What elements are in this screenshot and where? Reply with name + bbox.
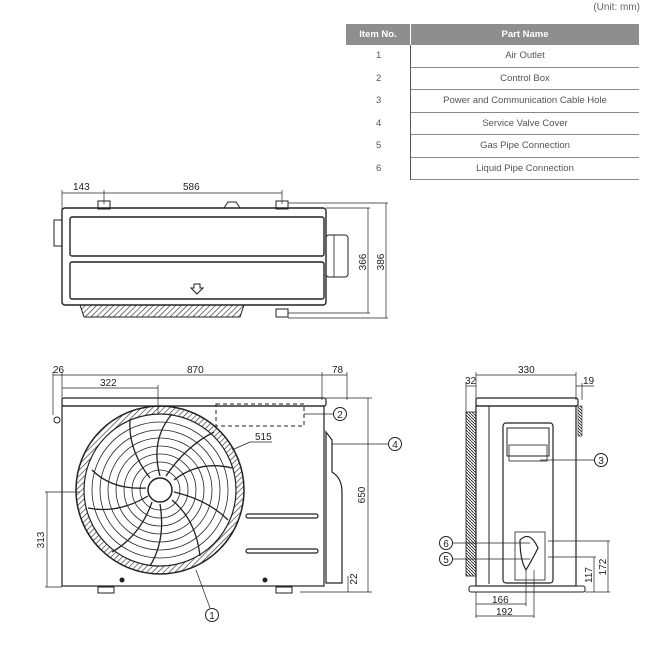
dim-650: 650 [357,486,368,503]
dim-19: 19 [583,376,595,387]
item-no: 4 [346,112,411,135]
dim-313: 313 [36,531,47,548]
dim-322: 322 [100,378,117,389]
dim-192: 192 [496,607,513,618]
dim-870: 870 [187,365,204,376]
top-view: 143 586 366 386 [53,182,388,319]
header-item-no: Item No. [346,24,411,45]
callout-3: 3 [598,456,604,467]
airflow-arrow-icon [189,283,205,295]
unit-note: (Unit: mm) [593,2,640,13]
dim-26: 26 [53,365,65,376]
dim-78: 78 [332,365,344,376]
dim-330: 330 [518,365,535,376]
part-name: Control Box [410,67,639,90]
part-name: Power and Communication Cable Hole [410,89,639,113]
dim-515: 515 [255,432,272,443]
callout-5: 5 [443,555,449,566]
part-name: Liquid Pipe Connection [410,157,639,180]
item-no: 5 [346,134,411,157]
item-no: 2 [346,67,411,90]
dim-117: 117 [584,567,595,583]
callout-6: 6 [443,539,449,550]
header-part-name: Part Name [410,24,639,45]
dim-166: 166 [492,595,509,606]
dim-32: 32 [465,376,477,387]
dim-586: 586 [183,182,200,193]
dim-366: 366 [358,253,369,270]
dim-143: 143 [73,182,90,193]
part-name: Service Valve Cover [410,112,639,135]
dim-386: 386 [376,253,387,270]
dim-172: 172 [598,558,609,575]
part-name: Air Outlet [410,45,639,68]
fan-grille [87,413,233,567]
part-name: Gas Pipe Connection [410,134,639,158]
side-view: 330 32 19 3 6 5 117 172 [439,365,610,618]
item-no: 6 [346,157,411,180]
dim-22: 22 [349,573,360,585]
callout-4: 4 [392,440,398,451]
item-no: 1 [346,45,411,67]
callout-2: 2 [337,410,343,421]
item-no: 3 [346,89,411,112]
callout-1: 1 [209,611,215,622]
front-view: 26 870 78 322 [36,365,402,622]
